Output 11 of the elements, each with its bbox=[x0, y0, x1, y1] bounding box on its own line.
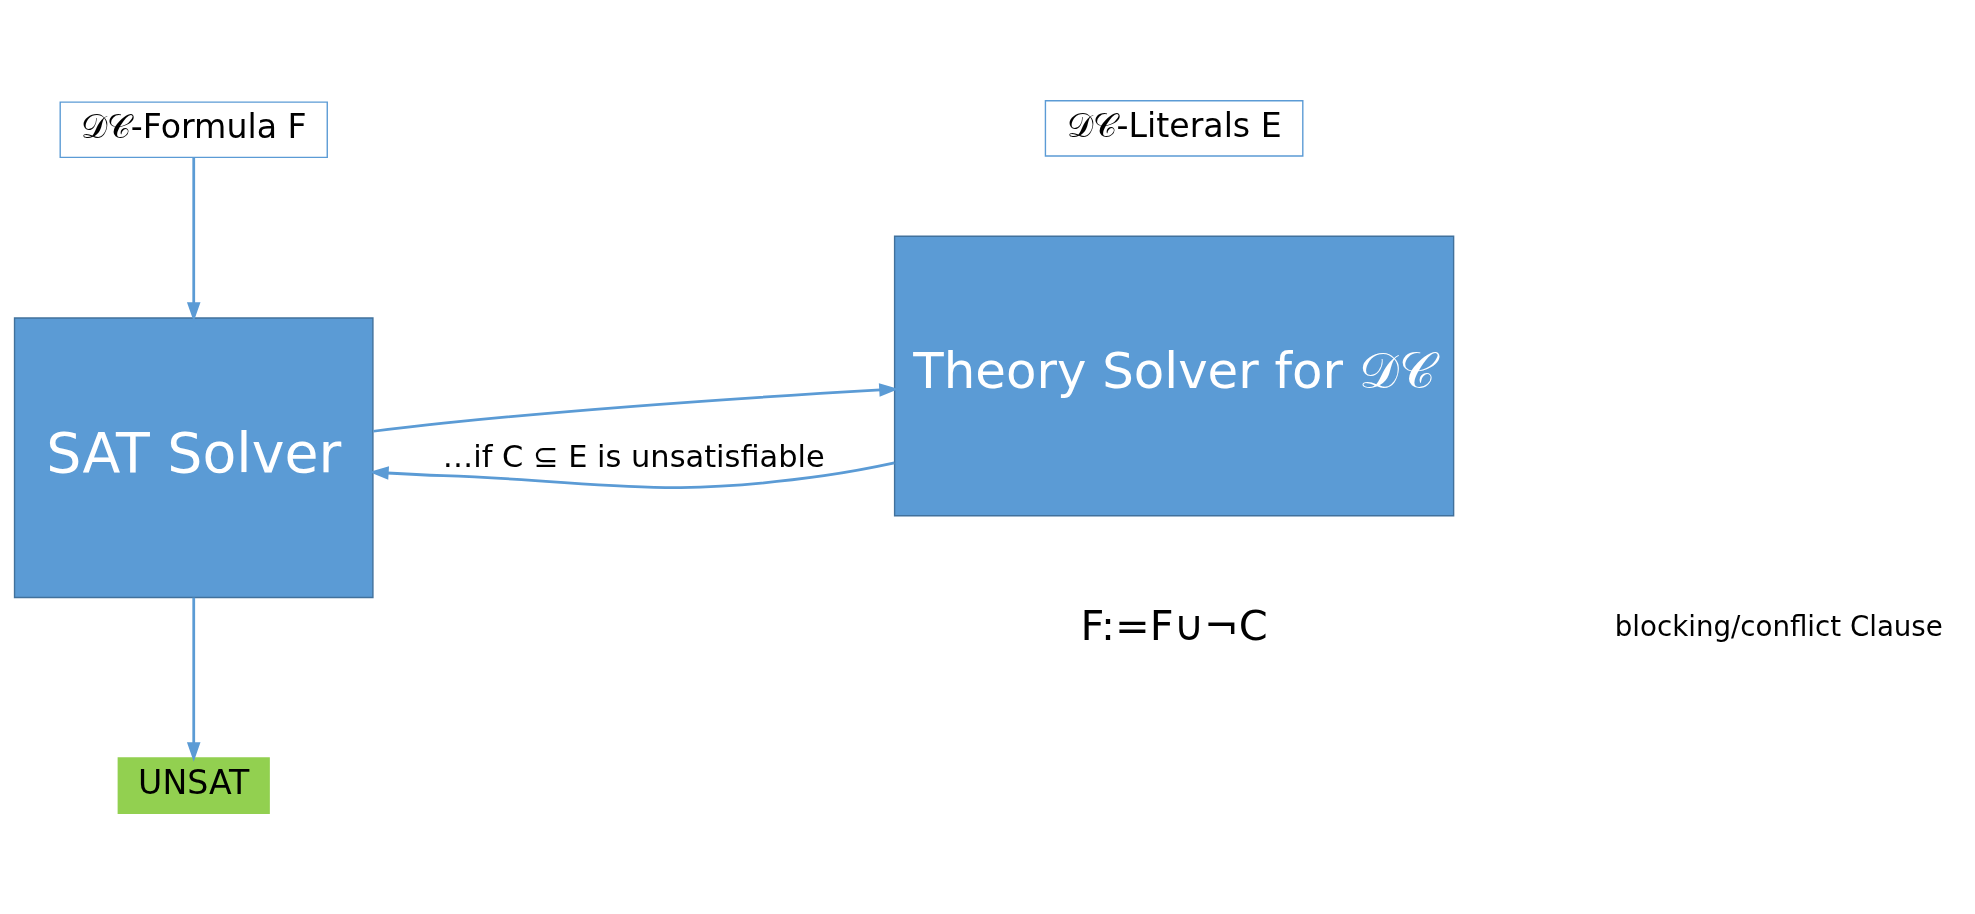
node-box: 𝒟𝒞-Formula F bbox=[59, 101, 328, 159]
arrow bbox=[372, 383, 899, 433]
node-box: UNSAT bbox=[117, 757, 270, 814]
node-box: 𝒟𝒞-Literals E bbox=[1044, 100, 1303, 157]
edge-label: …if C ⊆ E is unsatisfiable bbox=[442, 438, 825, 474]
node-box: Theory Solver for 𝒟𝒞 bbox=[893, 235, 1454, 517]
label: blocking/conflict Clause bbox=[1614, 610, 1943, 644]
node-box: SAT Solver bbox=[13, 317, 374, 599]
label: F:=F∪¬C bbox=[1079, 600, 1268, 650]
arrow bbox=[186, 157, 201, 322]
arrow bbox=[186, 597, 201, 762]
